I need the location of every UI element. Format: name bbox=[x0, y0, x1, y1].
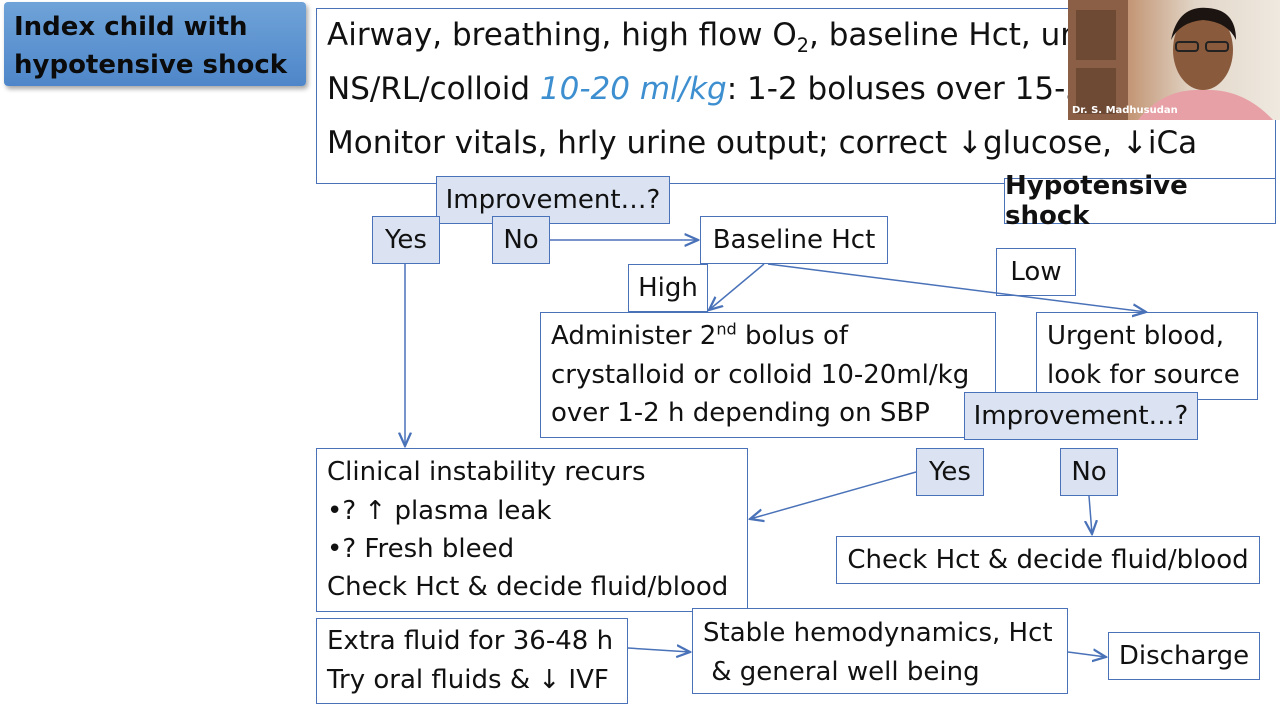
clinical-line1: Clinical instability recurs bbox=[327, 457, 646, 487]
yes-1: Yes bbox=[372, 216, 440, 264]
stable-box: Stable hemodynamics, Hct & general well … bbox=[692, 608, 1068, 694]
high-label: High bbox=[628, 264, 708, 312]
check-hct-right-box: Check Hct & decide fluid/blood bbox=[836, 536, 1260, 584]
second-bolus-box: Administer 2nd bolus of crystalloid or c… bbox=[540, 312, 996, 438]
low-label: Low bbox=[996, 248, 1076, 296]
no-2: No bbox=[1060, 448, 1118, 496]
no-1: No bbox=[492, 216, 550, 264]
dose-text: 10-20 ml/kg bbox=[539, 71, 727, 107]
slide-title-line1: Index child with bbox=[14, 12, 248, 42]
extra-fluid-box: Extra fluid for 36-48 h Try oral fluids … bbox=[316, 618, 628, 704]
arrow-no2-to-check bbox=[1089, 495, 1092, 534]
second-bolus-line1: Administer 2nd bolus of bbox=[551, 319, 849, 351]
presenter-video: Dr. S. Madhusudan bbox=[1068, 0, 1280, 120]
presenter-avatar-icon bbox=[1068, 0, 1273, 120]
clinical-line4: Check Hct & decide fluid/blood bbox=[327, 572, 729, 602]
hypotensive-shock-label: Hypotensive shock bbox=[1004, 171, 1276, 231]
stable-line2: & general well being bbox=[703, 657, 980, 687]
arrow-yes2-to-clinical bbox=[750, 471, 917, 519]
arrow-extra-to-stable bbox=[627, 648, 690, 652]
urgent-blood-line1: Urgent blood, bbox=[1047, 321, 1225, 351]
top-line-1: Airway, breathing, high flow O2, baselin… bbox=[327, 17, 1102, 58]
clinical-instability-box: Clinical instability recurs •? ↑ plasma … bbox=[316, 448, 748, 612]
arrow-baseline-to-bolus bbox=[709, 263, 765, 310]
yes-2: Yes bbox=[916, 448, 984, 496]
extra-fluid-line1: Extra fluid for 36-48 h bbox=[327, 626, 614, 656]
extra-fluid-line2: Try oral fluids & ↓ IVF bbox=[327, 665, 609, 695]
urgent-blood-box: Urgent blood, look for source bbox=[1036, 312, 1258, 400]
second-bolus-line3: over 1-2 h depending on SBP bbox=[551, 398, 930, 428]
improvement-2: Improvement…? bbox=[964, 392, 1198, 440]
arrow-stable-to-discharge bbox=[1067, 652, 1106, 657]
slide-title: Index child with hypotensive shock bbox=[4, 2, 306, 86]
top-line-3: Monitor vitals, hrly urine output; corre… bbox=[327, 125, 1198, 161]
improvement-1: Improvement…? bbox=[436, 176, 670, 224]
slide-title-line2: hypotensive shock bbox=[14, 50, 288, 80]
clinical-line2: •? ↑ plasma leak bbox=[327, 496, 552, 526]
second-bolus-line2: crystalloid or colloid 10-20ml/kg bbox=[551, 360, 970, 390]
top-line-2: NS/RL/colloid 10-20 ml/kg: 1-2 boluses o… bbox=[327, 71, 1086, 107]
discharge-box: Discharge bbox=[1108, 632, 1260, 680]
baseline-hct-box: Baseline Hct bbox=[700, 216, 888, 264]
urgent-blood-line2: look for source bbox=[1047, 360, 1240, 390]
presenter-name: Dr. S. Madhusudan bbox=[1072, 105, 1178, 116]
arrow-baseline-to-urgent bbox=[767, 263, 1146, 312]
clinical-line3: •? Fresh bleed bbox=[327, 534, 515, 564]
stable-line1: Stable hemodynamics, Hct bbox=[703, 618, 1053, 648]
